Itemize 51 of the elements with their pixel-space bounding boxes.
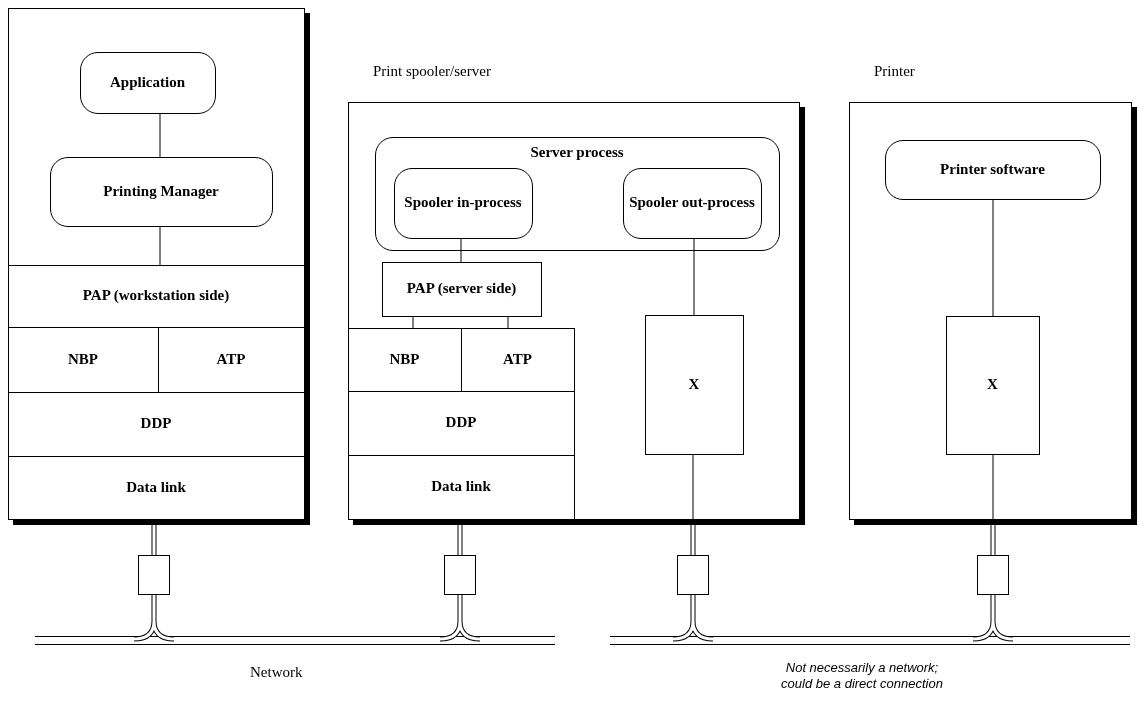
node-label: Application xyxy=(110,73,185,92)
node-label: Data link xyxy=(126,478,186,497)
network-cable xyxy=(610,636,1130,645)
node-label: X xyxy=(688,375,700,394)
panel-heading: Printer xyxy=(874,63,915,81)
connector-line xyxy=(412,316,414,329)
process-box xyxy=(49,156,273,227)
connector-line xyxy=(690,455,696,555)
connector-box xyxy=(977,555,1009,595)
connector-box xyxy=(444,555,476,595)
process-box xyxy=(884,139,1101,200)
node-label: PAP (workstation side) xyxy=(82,287,230,305)
connector-line xyxy=(992,199,994,317)
connector-box xyxy=(677,555,709,595)
node-label: DDP xyxy=(445,414,477,432)
panel-heading: Print spooler/server xyxy=(373,63,491,81)
connector-line xyxy=(970,592,1016,642)
layer-box xyxy=(381,261,542,317)
connector-line xyxy=(507,316,509,329)
connector-line xyxy=(670,592,716,642)
process-box xyxy=(79,51,216,114)
connector-line xyxy=(437,592,483,642)
connector-line xyxy=(693,238,695,316)
node-label: Spooler out-process xyxy=(629,194,755,212)
connector-line xyxy=(159,226,161,266)
node-label: ATP xyxy=(503,350,532,369)
layer-box xyxy=(460,327,575,392)
node-label: Spooler in-process xyxy=(404,194,522,212)
connector-box xyxy=(138,555,170,595)
node-label: NBP xyxy=(389,350,420,369)
process-box xyxy=(393,167,533,239)
node-label: NBP xyxy=(68,350,98,369)
node-label: Printing Manager xyxy=(103,182,219,201)
node-label: Printer software xyxy=(940,160,1045,179)
node-label: ATP xyxy=(216,350,246,369)
node-label: Server process xyxy=(529,143,625,161)
cable-caption: Not necessarily a network; could be a direct connection xyxy=(780,660,944,693)
process-box xyxy=(945,315,1040,455)
connector-line xyxy=(990,455,996,555)
node-label: X xyxy=(987,376,998,394)
process-box xyxy=(622,167,762,239)
cable-caption: Network xyxy=(250,664,303,681)
connector-line xyxy=(460,238,462,263)
connector-line xyxy=(159,113,161,158)
node-label: DDP xyxy=(140,415,172,433)
process-group xyxy=(374,136,780,251)
process-box xyxy=(644,314,744,455)
node-label: PAP (server side) xyxy=(406,280,517,298)
network-cable xyxy=(35,636,555,645)
connector-line xyxy=(131,592,177,642)
node-label: Data link xyxy=(431,478,491,496)
